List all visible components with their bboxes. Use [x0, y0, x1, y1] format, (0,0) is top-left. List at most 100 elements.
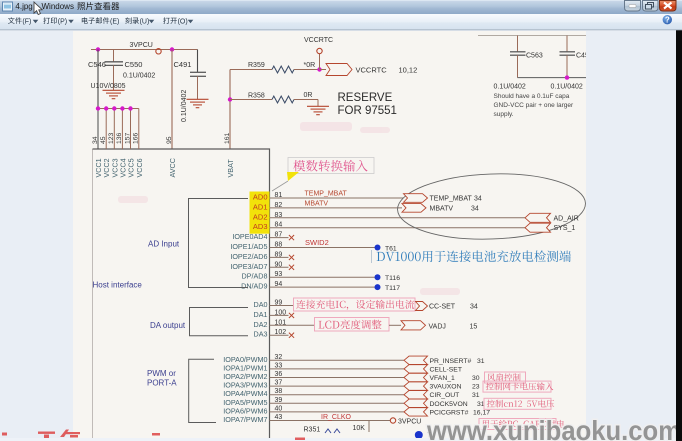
svg-text:Should have a 0.1uF capa: Should have a 0.1uF capa — [494, 93, 570, 100]
svg-text:43: 43 — [275, 414, 283, 421]
svg-text:CELL-SET: CELL-SET — [430, 366, 462, 373]
svg-text:90: 90 — [275, 261, 283, 268]
svg-text:C491: C491 — [174, 60, 192, 69]
svg-text:4.jpg: 4.jpg — [15, 2, 32, 11]
svg-text:(F): (F) — [22, 18, 31, 25]
svg-text:C455: C455 — [576, 53, 593, 60]
svg-text:IOPA4/PWM4: IOPA4/PWM4 — [223, 389, 267, 398]
svg-text:IOPA5/PWM5: IOPA5/PWM5 — [223, 398, 267, 407]
svg-text:IOPE1/AD5: IOPE1/AD5 — [230, 242, 267, 251]
svg-text:82: 82 — [275, 202, 283, 209]
svg-text:IOPA2/PWM2: IOPA2/PWM2 — [223, 372, 267, 381]
svg-text:AD0: AD0 — [253, 193, 268, 202]
svg-text:0.1U/0402: 0.1U/0402 — [181, 90, 188, 122]
svg-text:VFAN_1: VFAN_1 — [430, 375, 456, 382]
svg-text:84: 84 — [275, 222, 283, 229]
svg-text:DOCK5VON: DOCK5VON — [430, 401, 468, 408]
svg-text:U10V/0805: U10V/0805 — [91, 83, 126, 90]
svg-text:3VPCU: 3VPCU — [398, 419, 421, 426]
svg-text:34: 34 — [92, 136, 99, 144]
svg-text:DA1: DA1 — [254, 310, 268, 319]
svg-text:89: 89 — [275, 251, 283, 258]
svg-text:(U): (U) — [140, 18, 150, 25]
svg-text:(O): (O) — [178, 18, 188, 25]
svg-text:DA2: DA2 — [254, 320, 268, 329]
svg-text:34: 34 — [470, 304, 478, 311]
svg-text:AD2: AD2 — [253, 212, 268, 221]
svg-text:34: 34 — [471, 205, 479, 212]
svg-text:C550: C550 — [125, 60, 143, 69]
svg-text:37: 37 — [275, 380, 283, 387]
svg-text:99: 99 — [275, 300, 283, 307]
svg-text:RESERVE: RESERVE — [338, 92, 393, 104]
svg-text:T: T — [427, 432, 431, 439]
svg-text:81: 81 — [275, 192, 283, 199]
svg-text:45: 45 — [100, 136, 107, 144]
svg-text:DN/AD9: DN/AD9 — [241, 282, 267, 291]
svg-text:0.1U/0402: 0.1U/0402 — [494, 83, 526, 90]
svg-text:AD3: AD3 — [253, 222, 268, 231]
svg-text:R359: R359 — [248, 62, 265, 69]
svg-text:IR_CLKO: IR_CLKO — [321, 414, 352, 421]
svg-text:31: 31 — [477, 358, 485, 365]
svg-text:IOPE3/AD7: IOPE3/AD7 — [230, 262, 267, 271]
svg-text:(P): (P) — [58, 18, 67, 25]
svg-text:166: 166 — [133, 132, 140, 144]
svg-text:MBATV: MBATV — [430, 205, 454, 212]
svg-text:32: 32 — [275, 354, 283, 361]
svg-text:C546: C546 — [88, 60, 106, 69]
svg-text:101: 101 — [275, 319, 287, 326]
svg-text:VADJ: VADJ — [429, 323, 446, 330]
svg-text:AD_AIR: AD_AIR — [554, 215, 579, 222]
svg-text:161: 161 — [224, 132, 231, 144]
svg-text:R351: R351 — [304, 427, 321, 434]
svg-text:VCC4: VCC4 — [118, 158, 127, 177]
svg-text:95: 95 — [166, 136, 173, 144]
svg-text:*0R: *0R — [304, 62, 316, 69]
svg-text:VCC5: VCC5 — [127, 158, 136, 177]
svg-text:Host interface: Host interface — [93, 281, 143, 290]
svg-text:C563: C563 — [526, 53, 543, 60]
svg-text:(E): (E) — [110, 18, 119, 25]
svg-text:VCCRTC: VCCRTC — [356, 66, 388, 75]
svg-text:16,17: 16,17 — [473, 409, 490, 416]
svg-text:IOPA1/PWM1: IOPA1/PWM1 — [223, 363, 267, 372]
svg-text:IOPE2/AD6: IOPE2/AD6 — [230, 252, 267, 261]
svg-text:PR_INSERT#: PR_INSERT# — [430, 358, 472, 365]
svg-text:157: 157 — [124, 132, 131, 144]
svg-text:GND-VCC pair + one larger: GND-VCC pair + one larger — [494, 102, 574, 109]
svg-text:33: 33 — [275, 362, 283, 369]
svg-text:31: 31 — [472, 392, 480, 399]
svg-text:136: 136 — [116, 132, 123, 144]
svg-text:34: 34 — [474, 196, 482, 203]
svg-text:0.1U/0402: 0.1U/0402 — [551, 83, 583, 90]
svg-text:R358: R358 — [248, 93, 265, 100]
svg-text:PORT-A: PORT-A — [147, 379, 177, 388]
svg-text:88: 88 — [275, 242, 283, 249]
svg-text:3VPCU: 3VPCU — [130, 42, 153, 49]
svg-text:VBAT: VBAT — [226, 159, 235, 178]
svg-text:31: 31 — [477, 401, 485, 408]
svg-text:94: 94 — [275, 281, 283, 288]
svg-text:SWID2: SWID2 — [305, 238, 329, 247]
svg-text:93: 93 — [275, 271, 283, 278]
svg-text:supply.: supply. — [494, 111, 514, 118]
svg-text:CIR_OUT: CIR_OUT — [430, 392, 460, 399]
svg-text:10,12: 10,12 — [399, 66, 418, 75]
svg-text:Windows: Windows — [42, 2, 74, 11]
svg-text:36: 36 — [275, 371, 283, 378]
svg-text:38: 38 — [275, 388, 283, 395]
svg-text:DA output: DA output — [150, 321, 186, 330]
svg-text:DP/AD8: DP/AD8 — [242, 272, 268, 281]
svg-text:AD1: AD1 — [253, 202, 268, 211]
svg-text:DA3: DA3 — [254, 330, 268, 339]
svg-text:SYS_1: SYS_1 — [554, 225, 576, 232]
svg-text:VCC2: VCC2 — [102, 158, 111, 177]
svg-text:IOPA7/PWM7: IOPA7/PWM7 — [223, 415, 267, 424]
svg-text:www.xunibaoku.com: www.xunibaoku.com — [426, 415, 681, 441]
svg-text:FOR 97551: FOR 97551 — [338, 105, 397, 117]
svg-text:TEMP_MBAT: TEMP_MBAT — [305, 191, 348, 198]
svg-text:83: 83 — [275, 212, 283, 219]
svg-text:T61: T61 — [385, 246, 397, 253]
svg-text:CC-SET: CC-SET — [429, 304, 456, 311]
